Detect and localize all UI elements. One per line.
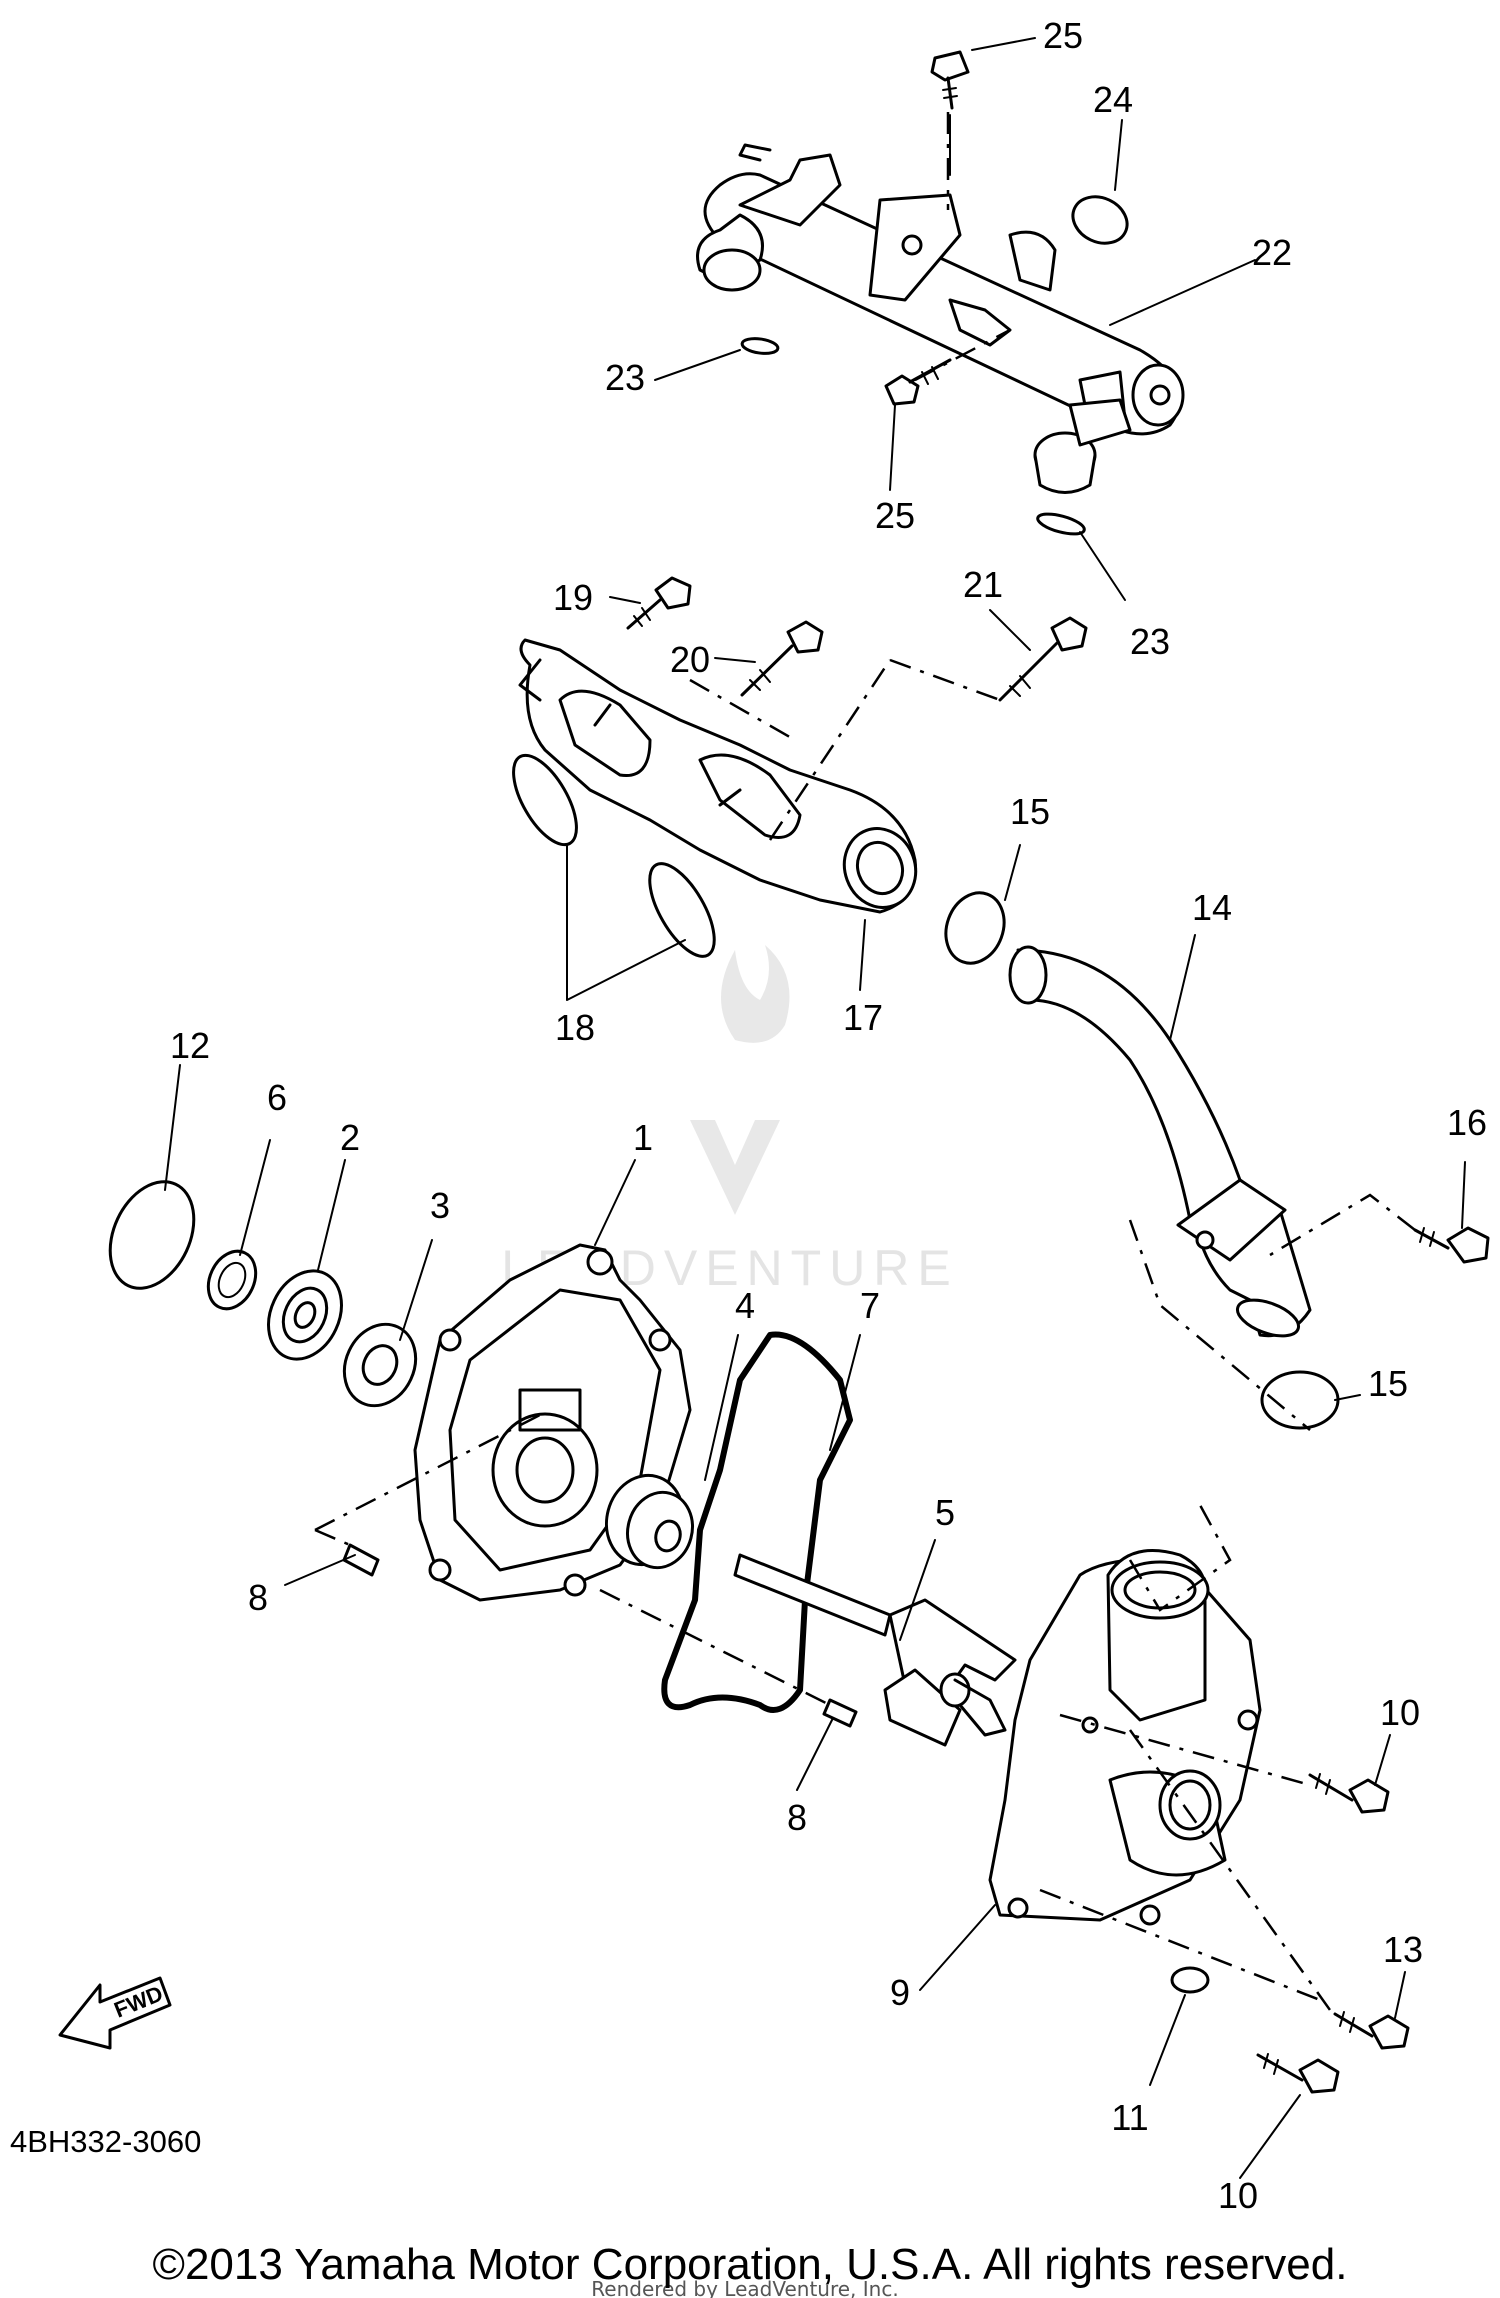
bolt-20 [740, 620, 824, 697]
callout-23: 23 [1130, 621, 1170, 662]
impeller-shaft-5 [733, 1553, 1017, 1747]
callout-24: 24 [1093, 79, 1133, 120]
callout-15: 15 [1010, 791, 1050, 832]
rendered-by-credit: Rendered by LeadVenture, Inc. [591, 2277, 898, 2298]
o-ring-18-upper [512, 753, 578, 847]
o-ring-18-lower [648, 862, 716, 958]
diagram-part-code: 4BH332-3060 [10, 2124, 201, 2159]
o-ring-23-left [740, 337, 780, 355]
callout-20: 20 [670, 639, 710, 680]
callout-5: 5 [935, 1492, 955, 1533]
washer-11 [1170, 1966, 1210, 1994]
callout-19: 19 [553, 577, 593, 618]
dowel-pin-8-left [342, 1543, 380, 1577]
callout-17: 17 [843, 997, 883, 1038]
callout-1: 1 [633, 1117, 653, 1158]
callout-11: 11 [1111, 2097, 1148, 2138]
callout-25: 25 [1043, 15, 1083, 56]
callout-21: 21 [963, 564, 1003, 605]
bolt-13 [1333, 2011, 1410, 2050]
callout-14: 14 [1192, 887, 1232, 928]
o-ring-15-upper [944, 891, 1006, 965]
callout-8: 8 [787, 1797, 807, 1838]
gasket-7 [661, 1331, 853, 1713]
circlip-6 [206, 1249, 258, 1311]
callout-labels: 25 24 22 23 25 23 19 20 21 15 14 18 17 1… [170, 15, 1487, 2216]
water-pipe-14 [1008, 945, 1312, 1338]
callout-10: 10 [1218, 2175, 1258, 2216]
copyright-notice: ©2013 Yamaha Motor Corporation, U.S.A. A… [152, 2240, 1348, 2289]
callout-2: 2 [340, 1117, 360, 1158]
bolt-10-lower [1256, 2053, 1340, 2094]
callout-22: 22 [1252, 232, 1292, 273]
assembly-centerlines [314, 112, 1416, 2011]
dowel-pin-8-right [822, 1698, 858, 1728]
callout-8: 8 [248, 1577, 268, 1618]
o-ring-24 [1071, 195, 1129, 245]
bolt-10-upper [1308, 1773, 1390, 1814]
bolt-19 [626, 576, 692, 630]
callout-6: 6 [267, 1077, 287, 1118]
callout-4: 4 [735, 1285, 755, 1326]
pump-cover-9 [988, 1549, 1262, 1926]
oil-seal-3 [342, 1322, 418, 1408]
callout-9: 9 [890, 1972, 910, 2013]
callout-3: 3 [430, 1185, 450, 1226]
mechanical-seal-4 [604, 1473, 694, 1570]
o-ring-12 [108, 1180, 196, 1290]
callout-12: 12 [170, 1025, 210, 1066]
outlet-housing-17 [518, 638, 918, 914]
bolt-25-top [930, 50, 970, 110]
callout-25: 25 [875, 495, 915, 536]
coolant-pipe-22 [696, 143, 1185, 494]
bolt-25-middle [884, 358, 952, 406]
fwd-arrow-icon: FWD [58, 1976, 172, 2050]
bolt-16 [1413, 1226, 1490, 1264]
callout-23: 23 [605, 357, 645, 398]
leader-lines [164, 37, 1466, 2179]
callout-16: 16 [1447, 1102, 1487, 1143]
bolt-21 [998, 616, 1088, 702]
bearing-2 [267, 1269, 343, 1361]
callout-15: 15 [1368, 1363, 1408, 1404]
o-ring-23-right [1036, 512, 1086, 536]
callout-13: 13 [1383, 1929, 1423, 1970]
callout-10: 10 [1380, 1692, 1420, 1733]
callout-18: 18 [555, 1007, 595, 1048]
callout-7: 7 [860, 1285, 880, 1326]
